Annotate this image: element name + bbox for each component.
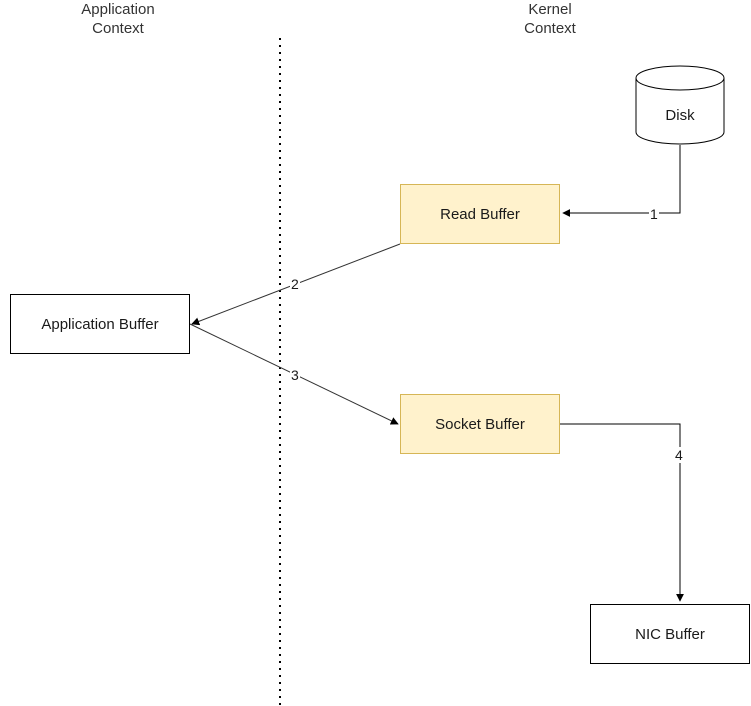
edge-3-label: 3	[290, 367, 300, 383]
nic-buffer-box[interactable]: NIC Buffer	[590, 604, 750, 664]
edge-1-label: 1	[649, 206, 659, 222]
read-buffer-label: Read Buffer	[440, 205, 520, 223]
edge-4-label: 4	[674, 447, 684, 463]
edge-1-line	[562, 145, 681, 217]
kernel-context-line-2: Context	[524, 20, 576, 37]
disk-label: Disk	[665, 107, 695, 124]
socket-buffer-box[interactable]: Socket Buffer	[400, 394, 560, 454]
nic-buffer-label: NIC Buffer	[635, 625, 705, 643]
application-context-label: Application Context	[58, 0, 178, 38]
application-context-line-2: Context	[92, 20, 144, 37]
edge-4-line	[560, 423, 684, 602]
disk-cylinder[interactable]	[635, 65, 725, 145]
kernel-context-label: Kernel Context	[490, 0, 610, 38]
application-buffer-box[interactable]: Application Buffer	[10, 294, 190, 354]
socket-buffer-label: Socket Buffer	[435, 415, 525, 433]
read-buffer-box[interactable]: Read Buffer	[400, 184, 560, 244]
application-context-line-1: Application	[81, 1, 155, 18]
kernel-context-line-1: Kernel	[528, 1, 572, 18]
edge-2-label: 2	[290, 276, 300, 292]
application-buffer-label: Application Buffer	[41, 315, 159, 333]
